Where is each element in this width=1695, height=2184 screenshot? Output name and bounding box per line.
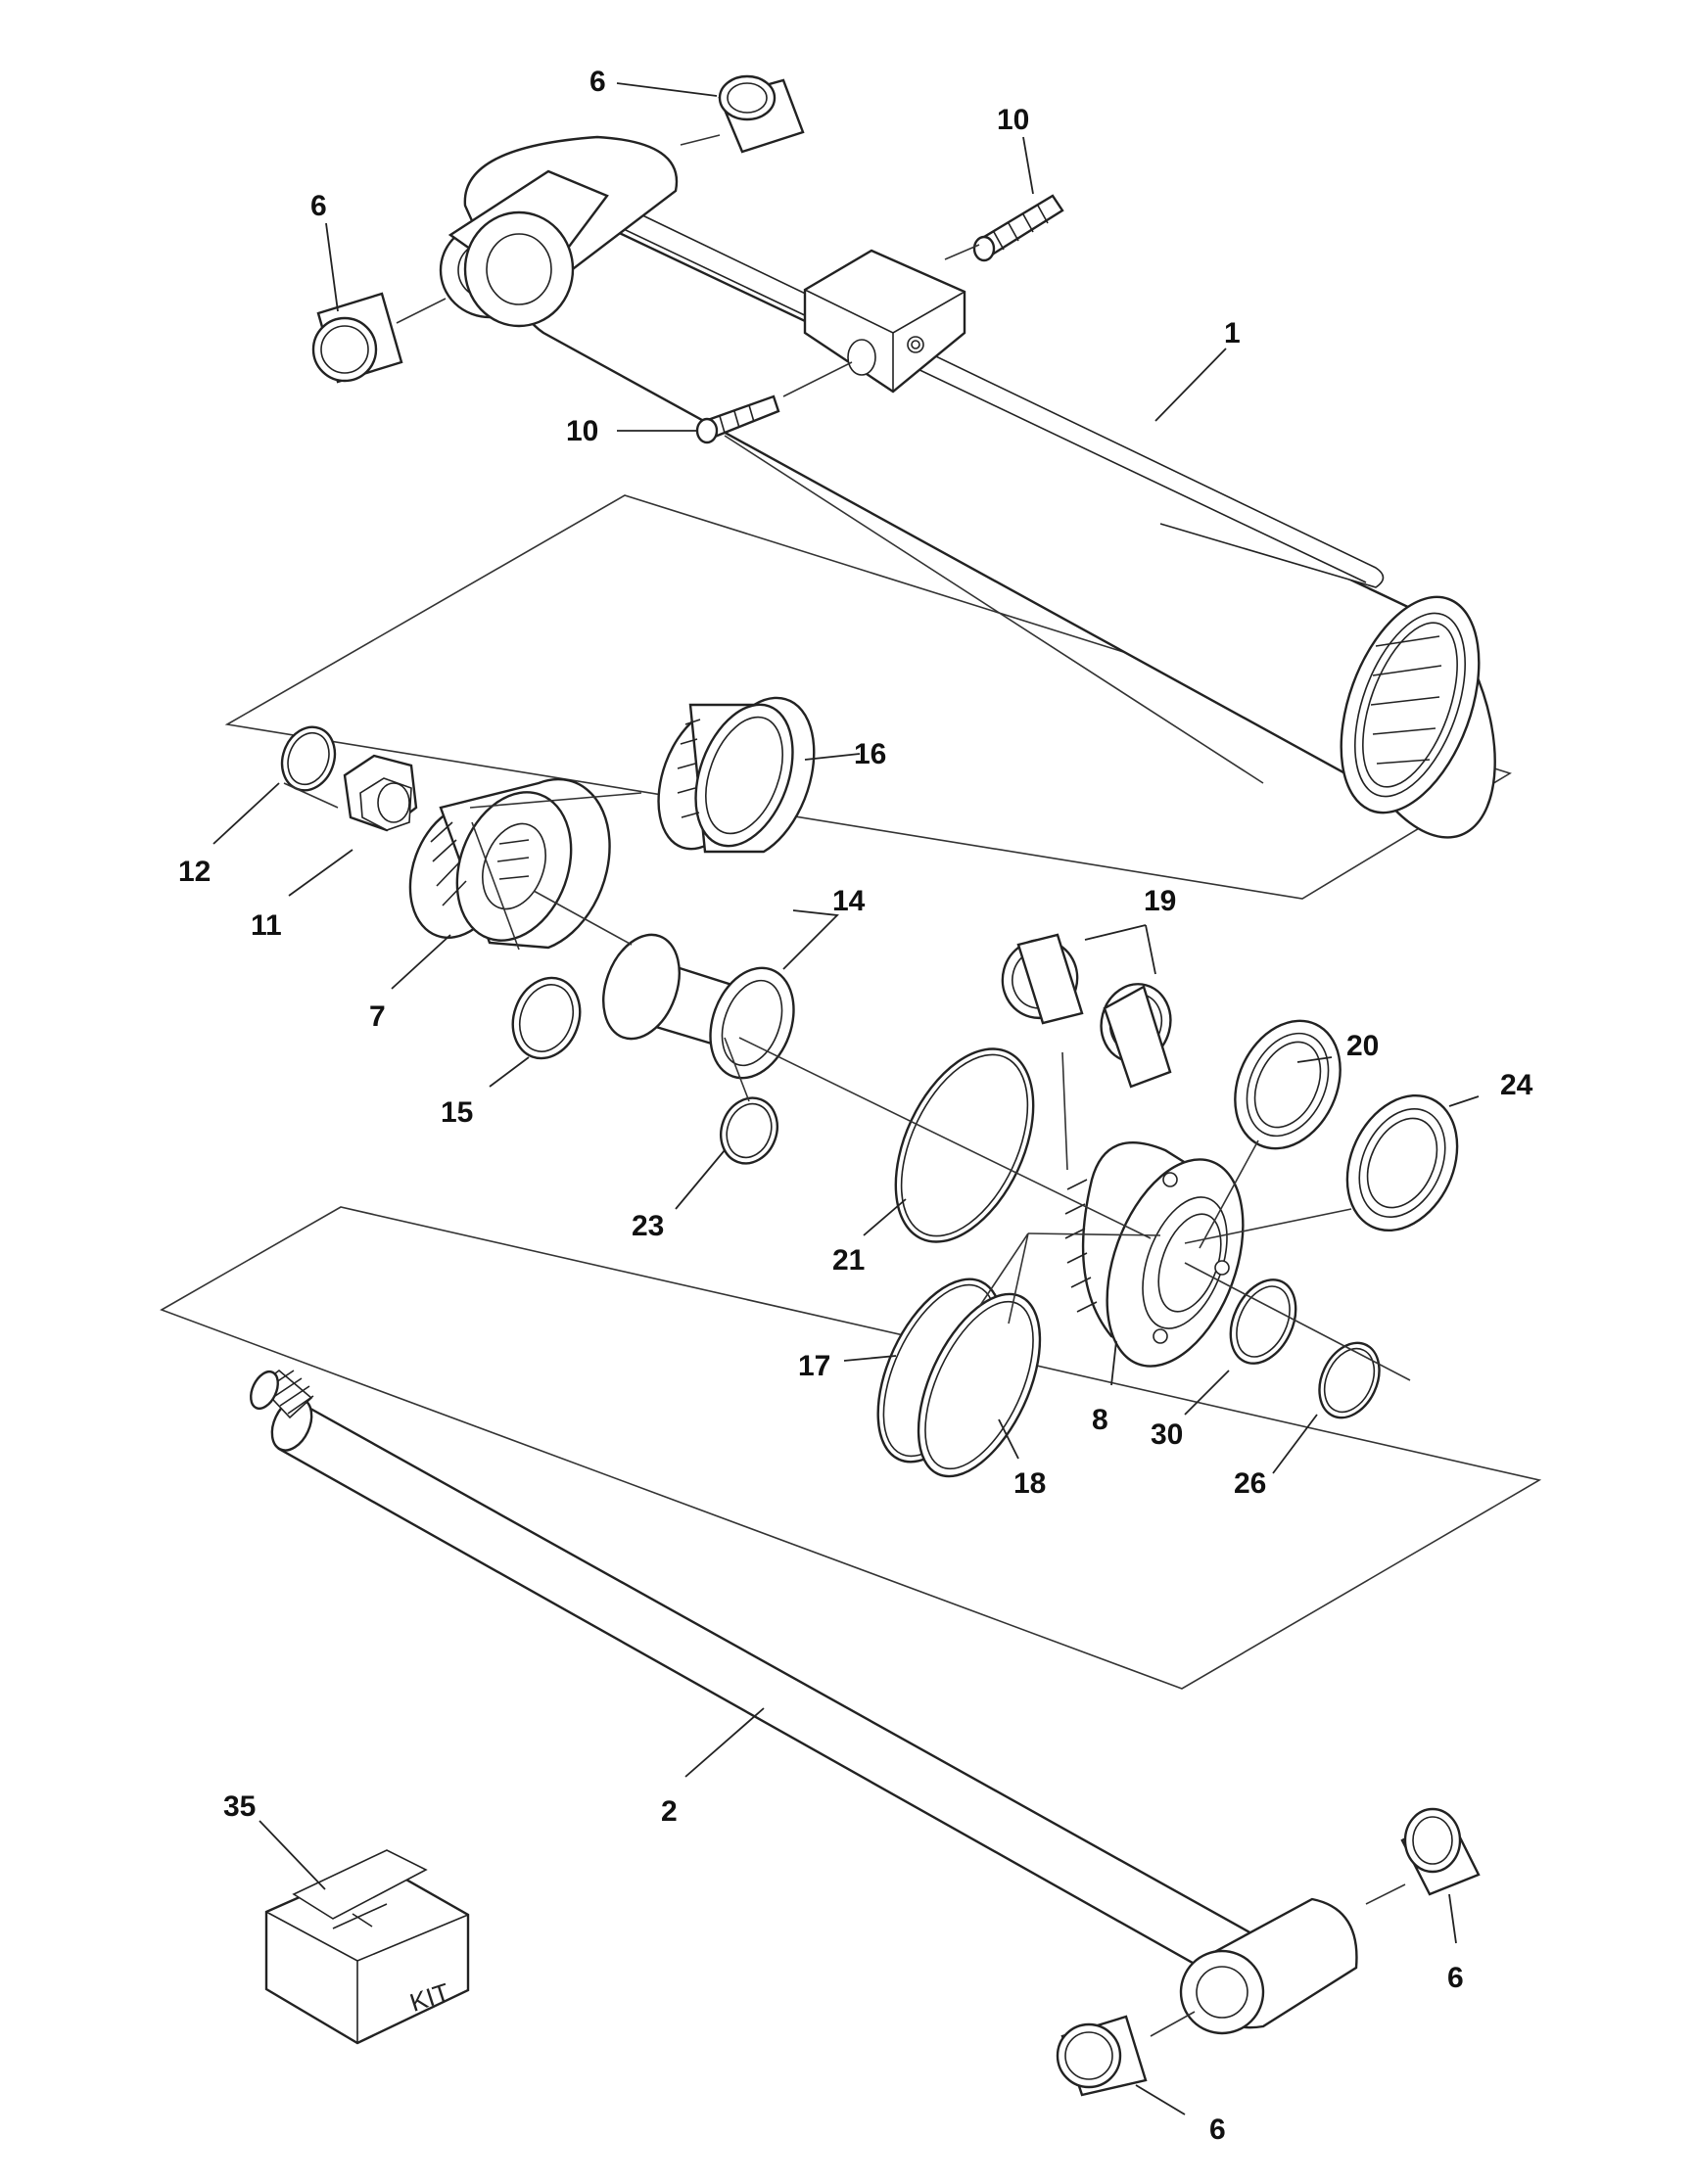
callout-6-left: 6 (310, 190, 327, 222)
callout-6-top: 6 (589, 66, 606, 98)
rod-projection-plane (160, 1206, 1542, 1690)
callout-6-bottom: 6 (1209, 2114, 1226, 2146)
rod-seal-20 (1234, 1019, 1342, 1150)
grease-fitting-10-left (695, 395, 780, 444)
piston-7 (408, 777, 611, 950)
callout-12: 12 (178, 856, 211, 888)
callout-30: 30 (1151, 1418, 1183, 1451)
callout-35: 35 (223, 1790, 256, 1823)
callout-16: 16 (854, 738, 886, 770)
callout-24: 24 (1500, 1069, 1533, 1101)
piston-seal-16 (657, 696, 816, 854)
callout-11: 11 (251, 909, 282, 942)
callout-14: 14 (832, 885, 866, 917)
callout-1: 1 (1224, 317, 1241, 349)
callout-8: 8 (1092, 1404, 1108, 1436)
callout-2: 2 (661, 1795, 678, 1828)
callout-10-left: 10 (566, 415, 598, 447)
callout-7: 7 (369, 1000, 386, 1033)
callout-18: 18 (1013, 1467, 1046, 1500)
nut-11 (343, 754, 418, 832)
bushing-6-right (1400, 1807, 1481, 1896)
barrel-projection-plane (224, 494, 1512, 900)
callout-20: 20 (1346, 1030, 1379, 1062)
bushing-6-top (718, 74, 805, 154)
bushing-6-bottom (1056, 2015, 1148, 2097)
bushing-6-left (311, 292, 403, 384)
callout-17: 17 (798, 1350, 830, 1382)
rod-eye (1179, 1897, 1358, 2035)
wear-rings-19 (1001, 933, 1172, 1089)
seal-kit-box-35 (264, 1849, 470, 2045)
callout-10-top: 10 (997, 104, 1029, 136)
callout-6-right: 6 (1447, 1962, 1464, 1994)
callout-26: 26 (1234, 1467, 1266, 1500)
spacer-14 (602, 933, 795, 1080)
callout-23: 23 (632, 1210, 664, 1242)
callout-19: 19 (1144, 885, 1176, 917)
callout-21: 21 (832, 1244, 865, 1277)
callout-15: 15 (441, 1096, 473, 1129)
barrel-assembly (439, 135, 1496, 839)
grease-fitting-10-top (972, 194, 1064, 262)
wiper-24 (1345, 1093, 1459, 1232)
snap-ring-12 (280, 725, 337, 792)
